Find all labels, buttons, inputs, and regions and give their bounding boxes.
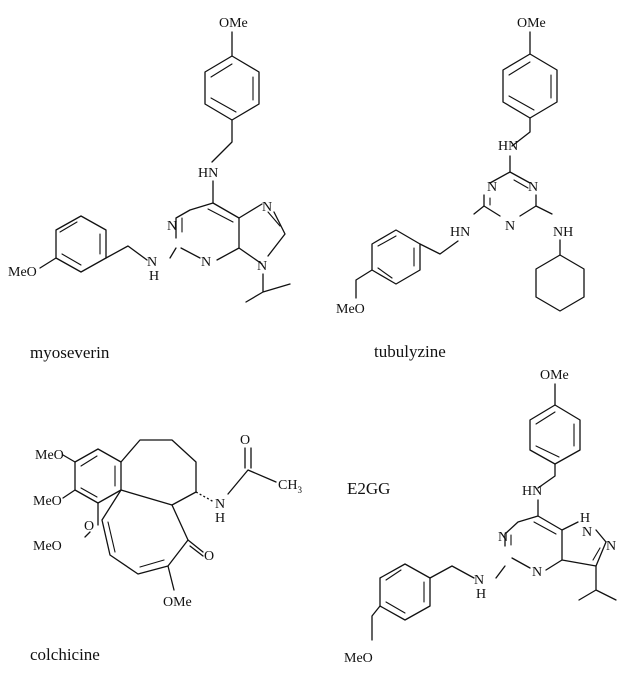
molecule-name: tubulyzine: [374, 342, 446, 361]
tubulyzine-structure: OMe HN N N N NH HN MeO: [336, 16, 585, 361]
ring-n: N: [505, 219, 515, 234]
pyrazole-ring: H N N: [561, 511, 616, 567]
amide-n: N: [215, 497, 225, 512]
molecule-name: myoseverin: [30, 343, 110, 362]
benzene-ring: [379, 563, 431, 621]
amine-label: N: [147, 255, 157, 270]
methoxy-label: MeO: [33, 494, 62, 509]
molecule-name: colchicine: [30, 645, 100, 664]
amine-label: HN: [498, 139, 518, 154]
amine-label: HN: [522, 484, 542, 499]
ring-n: N: [532, 565, 542, 580]
benzene-ring: [502, 53, 558, 119]
benzene-ring: [74, 448, 122, 504]
molecule-name: E2GG: [347, 479, 390, 498]
benzene-ring: [204, 55, 260, 121]
ring-n: N: [606, 539, 616, 554]
ring-n: N: [201, 255, 211, 270]
ring-n: N: [487, 180, 497, 195]
methoxy-label: MeO: [344, 651, 373, 666]
ring-n: N: [528, 180, 538, 195]
methoxy-label: OMe: [163, 595, 192, 610]
myoseverin-structure: OMe HN N N N N N H: [8, 16, 291, 362]
cyclohexane-ring: [535, 254, 585, 312]
pyrimidine-ring: N N: [167, 202, 240, 270]
amine-label: HN: [450, 225, 470, 240]
ring-n-h: H: [580, 511, 590, 526]
methoxy-label: MeO: [8, 265, 37, 280]
ring-n: N: [257, 259, 267, 274]
ring-n: N: [262, 200, 272, 215]
amine-label: NH: [553, 225, 573, 240]
benzene-ring: [371, 229, 421, 285]
amine-h: H: [476, 587, 486, 602]
imidazole-ring: N N: [238, 200, 286, 274]
ring-n: N: [167, 219, 177, 234]
triazine-ring: N N N: [483, 171, 538, 234]
amine-h: H: [149, 269, 159, 284]
colchicine-structure: MeO MeO MeO O N H O CH3 O OMe colchicine: [30, 433, 302, 664]
ring-n: N: [498, 530, 508, 545]
carbonyl-o: O: [240, 433, 250, 448]
amine-label: HN: [198, 166, 218, 181]
e2gg-structure: E2GG OMe HN N N H N N N H: [344, 368, 617, 666]
methoxy-label: MeO: [35, 448, 64, 463]
benzene-ring: [529, 404, 581, 465]
oxygen-label: O: [84, 519, 94, 534]
amine-label: N: [474, 573, 484, 588]
methoxy-label: OMe: [540, 368, 569, 383]
amide-h: H: [215, 511, 225, 526]
methoxy-label: OMe: [517, 16, 546, 31]
methoxy-label: OMe: [219, 16, 248, 31]
ring-n: N: [582, 525, 592, 540]
benzene-ring: [55, 215, 107, 273]
pyrimidine-ring: N N: [498, 515, 563, 580]
methoxy-label: MeO: [336, 302, 365, 317]
ketone-o: O: [204, 549, 214, 564]
methyl-label: CH3: [278, 478, 302, 495]
methoxy-label: MeO: [33, 539, 62, 554]
